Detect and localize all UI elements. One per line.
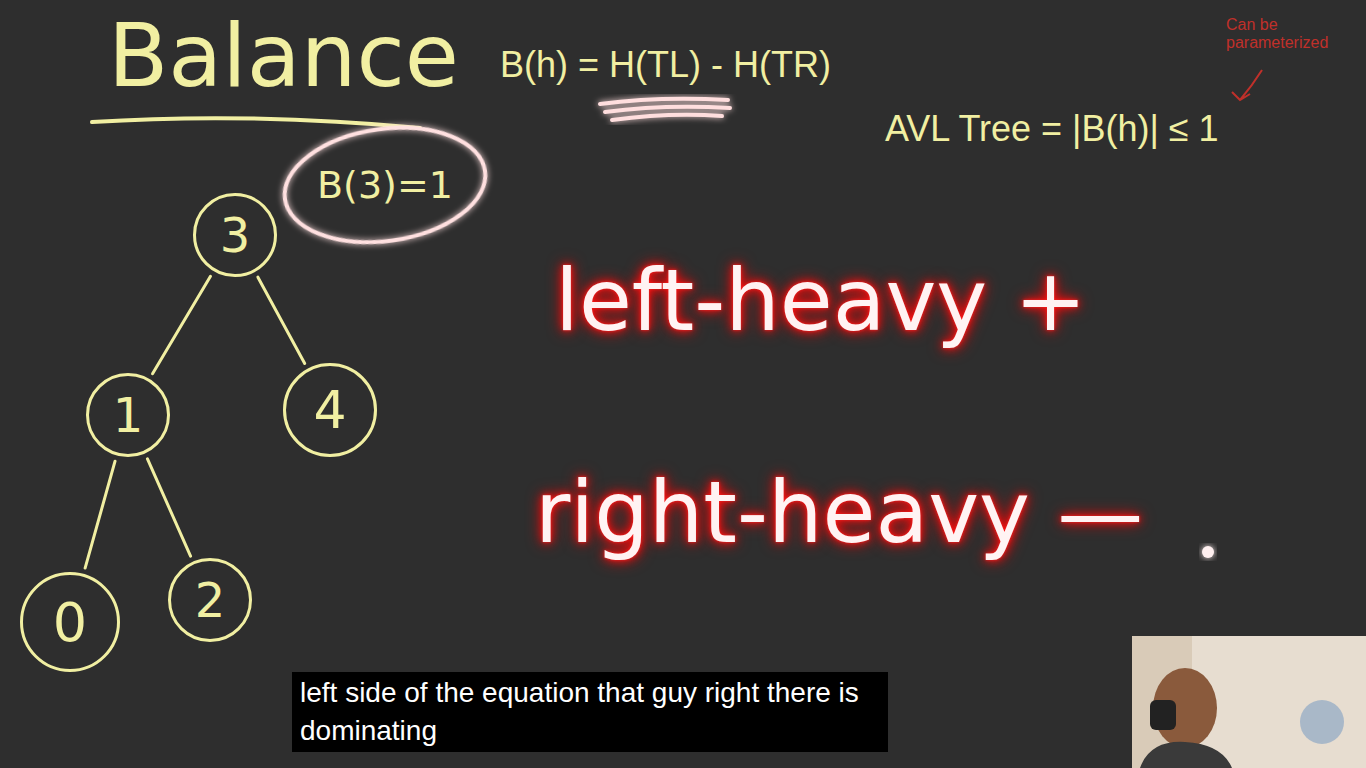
heavy-rule: left-heavy + <box>555 250 1087 350</box>
balance-callout: B(3)=1 <box>280 125 490 245</box>
margin-note: Can be parameterized <box>1226 16 1338 51</box>
tree-node-circle: 4 <box>283 363 377 457</box>
callout-ring <box>277 115 493 254</box>
tree-node-circle: 0 <box>20 572 120 672</box>
node-value: 2 <box>195 572 226 628</box>
formula: B(h) = H(TL) - H(TR) <box>500 44 831 86</box>
heavy-rule: right-heavy — <box>535 462 1143 562</box>
balance-value: B(3)=1 <box>317 163 453 207</box>
tree-edge <box>147 459 190 556</box>
node-value: 0 <box>53 591 87 654</box>
node-value: 1 <box>113 387 144 443</box>
tree-node-circle: 2 <box>168 558 252 642</box>
title: Balance <box>108 4 459 107</box>
tree-edge <box>85 461 115 568</box>
tree-edge <box>153 276 211 373</box>
tree-edge <box>258 277 305 363</box>
period-dot <box>1202 546 1214 558</box>
scribble-underline <box>600 99 730 120</box>
title-underline <box>92 118 420 128</box>
subtitle-caption: left side of the equation that guy right… <box>292 672 888 752</box>
node-value: 3 <box>220 207 251 263</box>
node-value: 4 <box>313 380 346 440</box>
tree-node-circle: 1 <box>86 373 170 457</box>
note-arrow <box>1232 70 1262 100</box>
avl-definition: AVL Tree = |B(h)| ≤ 1 <box>885 108 1219 150</box>
tree-node-circle: 3 <box>193 193 277 277</box>
webcam-inset <box>1132 636 1366 768</box>
